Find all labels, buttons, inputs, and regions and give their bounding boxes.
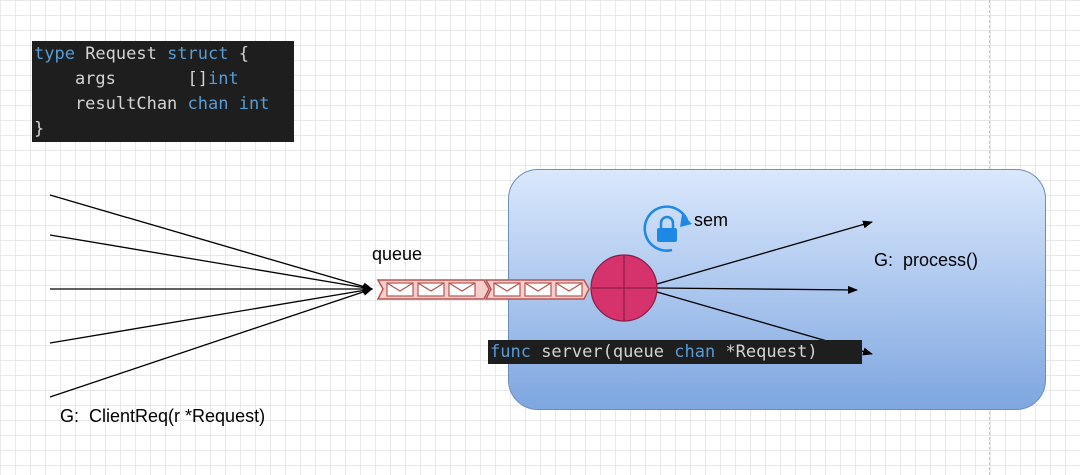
- process-arrows: [656, 220, 873, 356]
- client-arrow-5: [49, 288, 373, 398]
- request-queue: [376, 279, 590, 300]
- envelope-icon: [417, 282, 445, 297]
- server-func-signature: func server(queue chan *Request): [488, 340, 862, 364]
- code-line-2: args []int: [34, 69, 239, 89]
- queue-label: queue: [372, 244, 423, 264]
- envelope-icon: [524, 282, 552, 297]
- request-struct-code: type Request struct { args []int resultC…: [32, 41, 294, 142]
- envelope-icon: [448, 282, 476, 297]
- client-arrow-1: [49, 194, 373, 291]
- client-arrow-2: [49, 234, 373, 292]
- code-line-4: }: [34, 119, 45, 139]
- process-arrow-1: [656, 220, 873, 285]
- process-arrow-2: [656, 285, 858, 294]
- server-node: [590, 254, 658, 322]
- process-label: G: process(): [874, 250, 979, 270]
- lock-icon: [643, 205, 692, 252]
- client-request-label: G: ClientReq(r *Request): [60, 406, 266, 426]
- code-line-1: type Request struct {: [34, 44, 249, 64]
- code-line-3: resultChan chan int: [34, 94, 270, 114]
- client-arrow-4: [49, 286, 373, 344]
- envelope-icon: [386, 282, 414, 297]
- sem-label: sem: [694, 210, 729, 230]
- client-arrows: [49, 194, 373, 398]
- envelope-icon: [493, 282, 521, 297]
- envelope-icon: [555, 282, 583, 297]
